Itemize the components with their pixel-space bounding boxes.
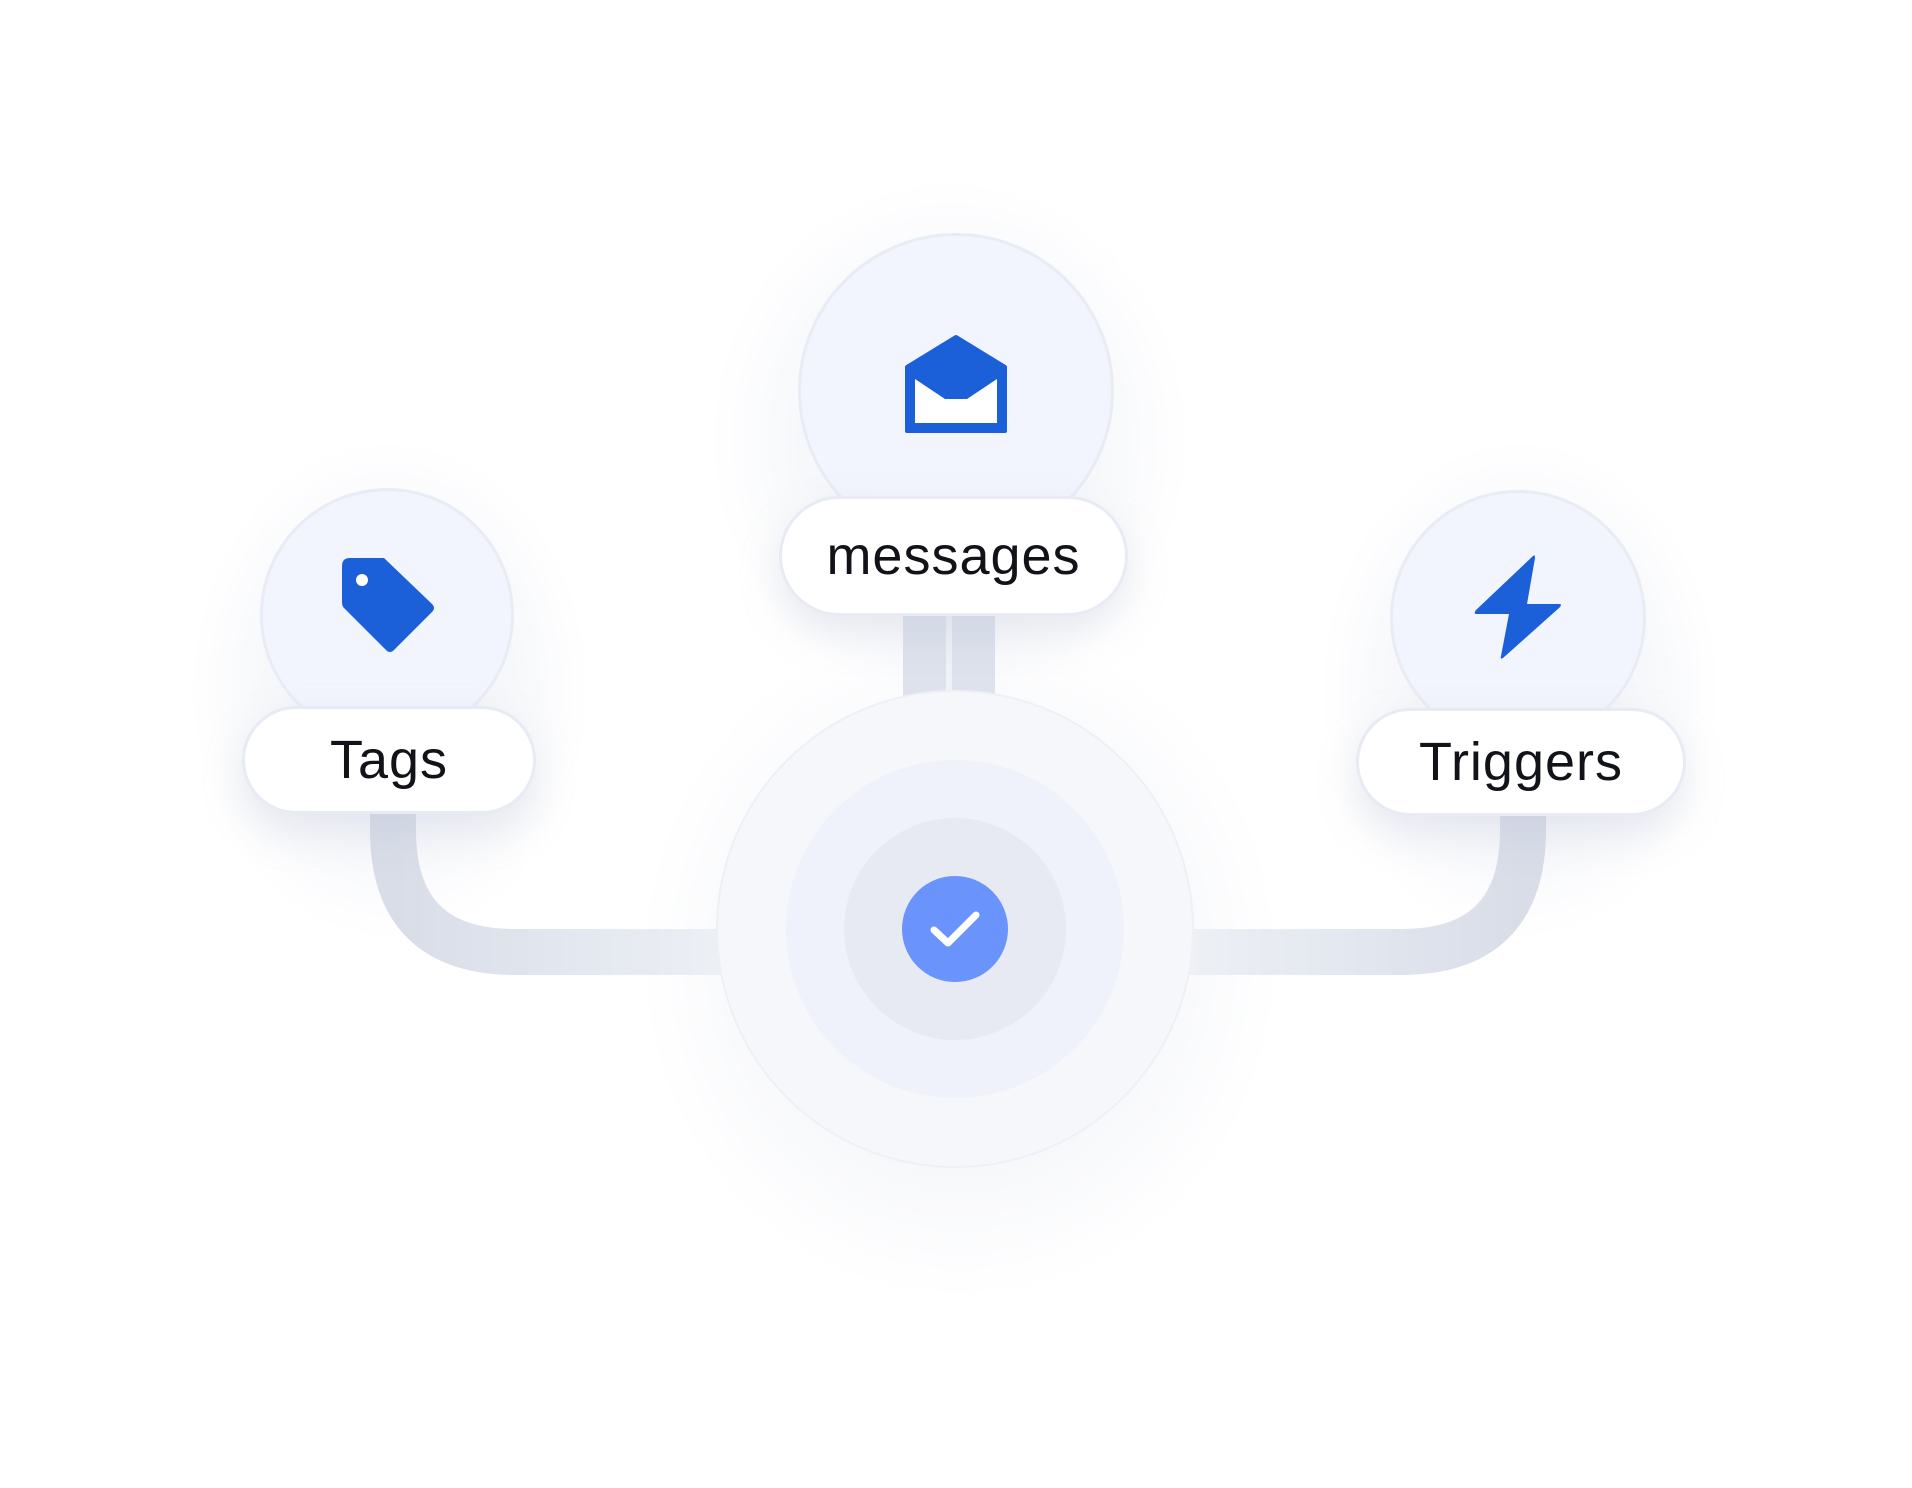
tags-node [260, 488, 514, 742]
envelope-open-icon [905, 335, 1007, 433]
tags-connector [370, 800, 745, 975]
lightning-bolt-icon [1474, 555, 1561, 659]
messages-label-pill[interactable]: messages [779, 496, 1128, 616]
messages-label: messages [826, 526, 1081, 586]
triggers-label: Triggers [1418, 732, 1624, 792]
tags-label-pill[interactable]: Tags [242, 706, 536, 814]
tags-label: Tags [329, 730, 449, 790]
triggers-node [1390, 490, 1646, 746]
triggers-connector [1175, 800, 1546, 975]
hub-check-button[interactable] [902, 876, 1008, 982]
messages-connector-divider [946, 612, 952, 712]
checkmark-icon [930, 911, 980, 947]
triggers-label-pill[interactable]: Triggers [1356, 708, 1686, 816]
tag-icon [342, 558, 434, 652]
